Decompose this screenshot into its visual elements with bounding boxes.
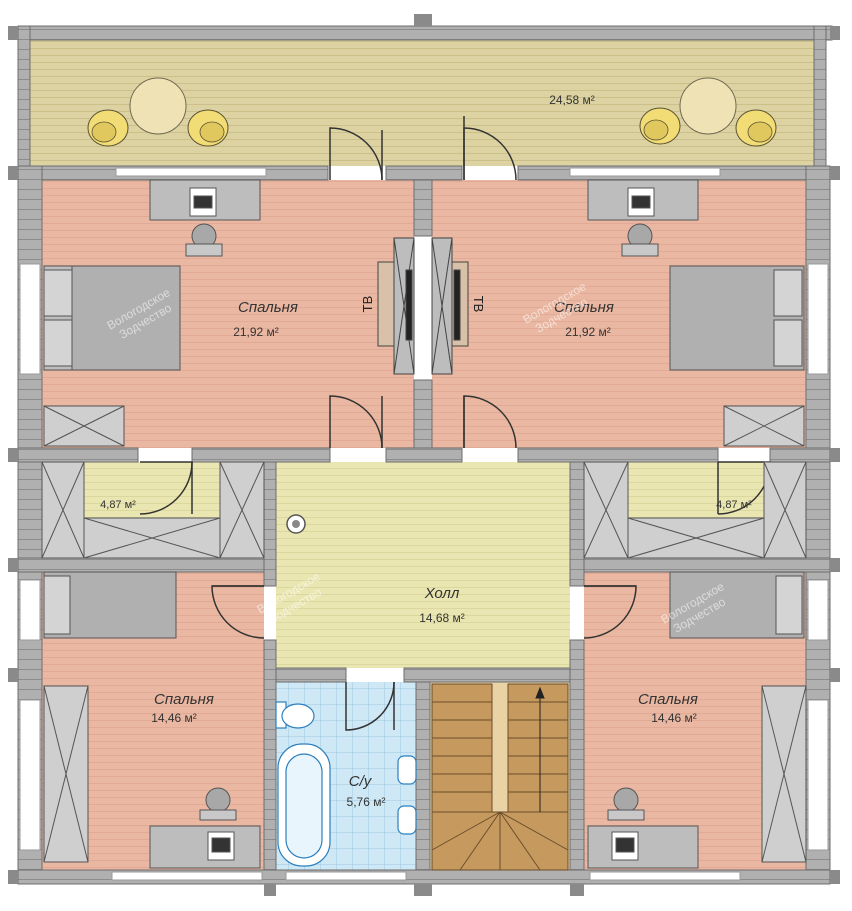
bathroom-fixtures <box>275 701 417 867</box>
bedroom-bottom-left-area: 14,46 м² <box>151 711 197 725</box>
bathroom-area: 5,76 м² <box>347 795 386 809</box>
bedroom-bottom-left-name: Спальня <box>154 691 214 708</box>
hall-area: 14,68 м² <box>419 611 465 625</box>
doors <box>139 116 771 731</box>
tv-label-left: ТВ <box>360 296 375 313</box>
stairs <box>431 683 569 871</box>
closet-left-floor <box>84 462 220 518</box>
tv-unit <box>377 237 469 375</box>
bedroom-bottom-right-furniture <box>587 571 807 869</box>
closet-left-area: 4,87 м² <box>100 499 136 511</box>
hall-floor <box>276 462 570 668</box>
bedroom-top-left-furniture <box>43 179 261 447</box>
bedroom-bottom-right-name: Спальня <box>638 691 698 708</box>
bedroom-top-right-furniture <box>587 179 805 447</box>
bedroom-bottom-right-area: 14,46 м² <box>651 711 697 725</box>
closet-furniture <box>41 461 807 559</box>
bedroom-top-right-name: Спальня <box>554 299 614 316</box>
terrace-furniture <box>87 77 777 147</box>
bathroom-name: С/у <box>349 773 373 790</box>
hall-name: Холл <box>424 585 460 602</box>
tv-label-right: ТВ <box>471 296 486 313</box>
terrace-area: 24,58 м² <box>549 93 595 107</box>
bedroom-bottom-left-furniture <box>43 571 261 869</box>
bedroom-top-right-area: 21,92 м² <box>565 325 611 339</box>
windows <box>19 167 829 881</box>
hall-details <box>286 514 306 534</box>
bedroom-top-left-area: 21,92 м² <box>233 325 279 339</box>
bedroom-top-left-name: Спальня <box>238 299 298 316</box>
closet-right-area: 4,87 м² <box>716 499 752 511</box>
wall-log-ends <box>8 14 840 896</box>
